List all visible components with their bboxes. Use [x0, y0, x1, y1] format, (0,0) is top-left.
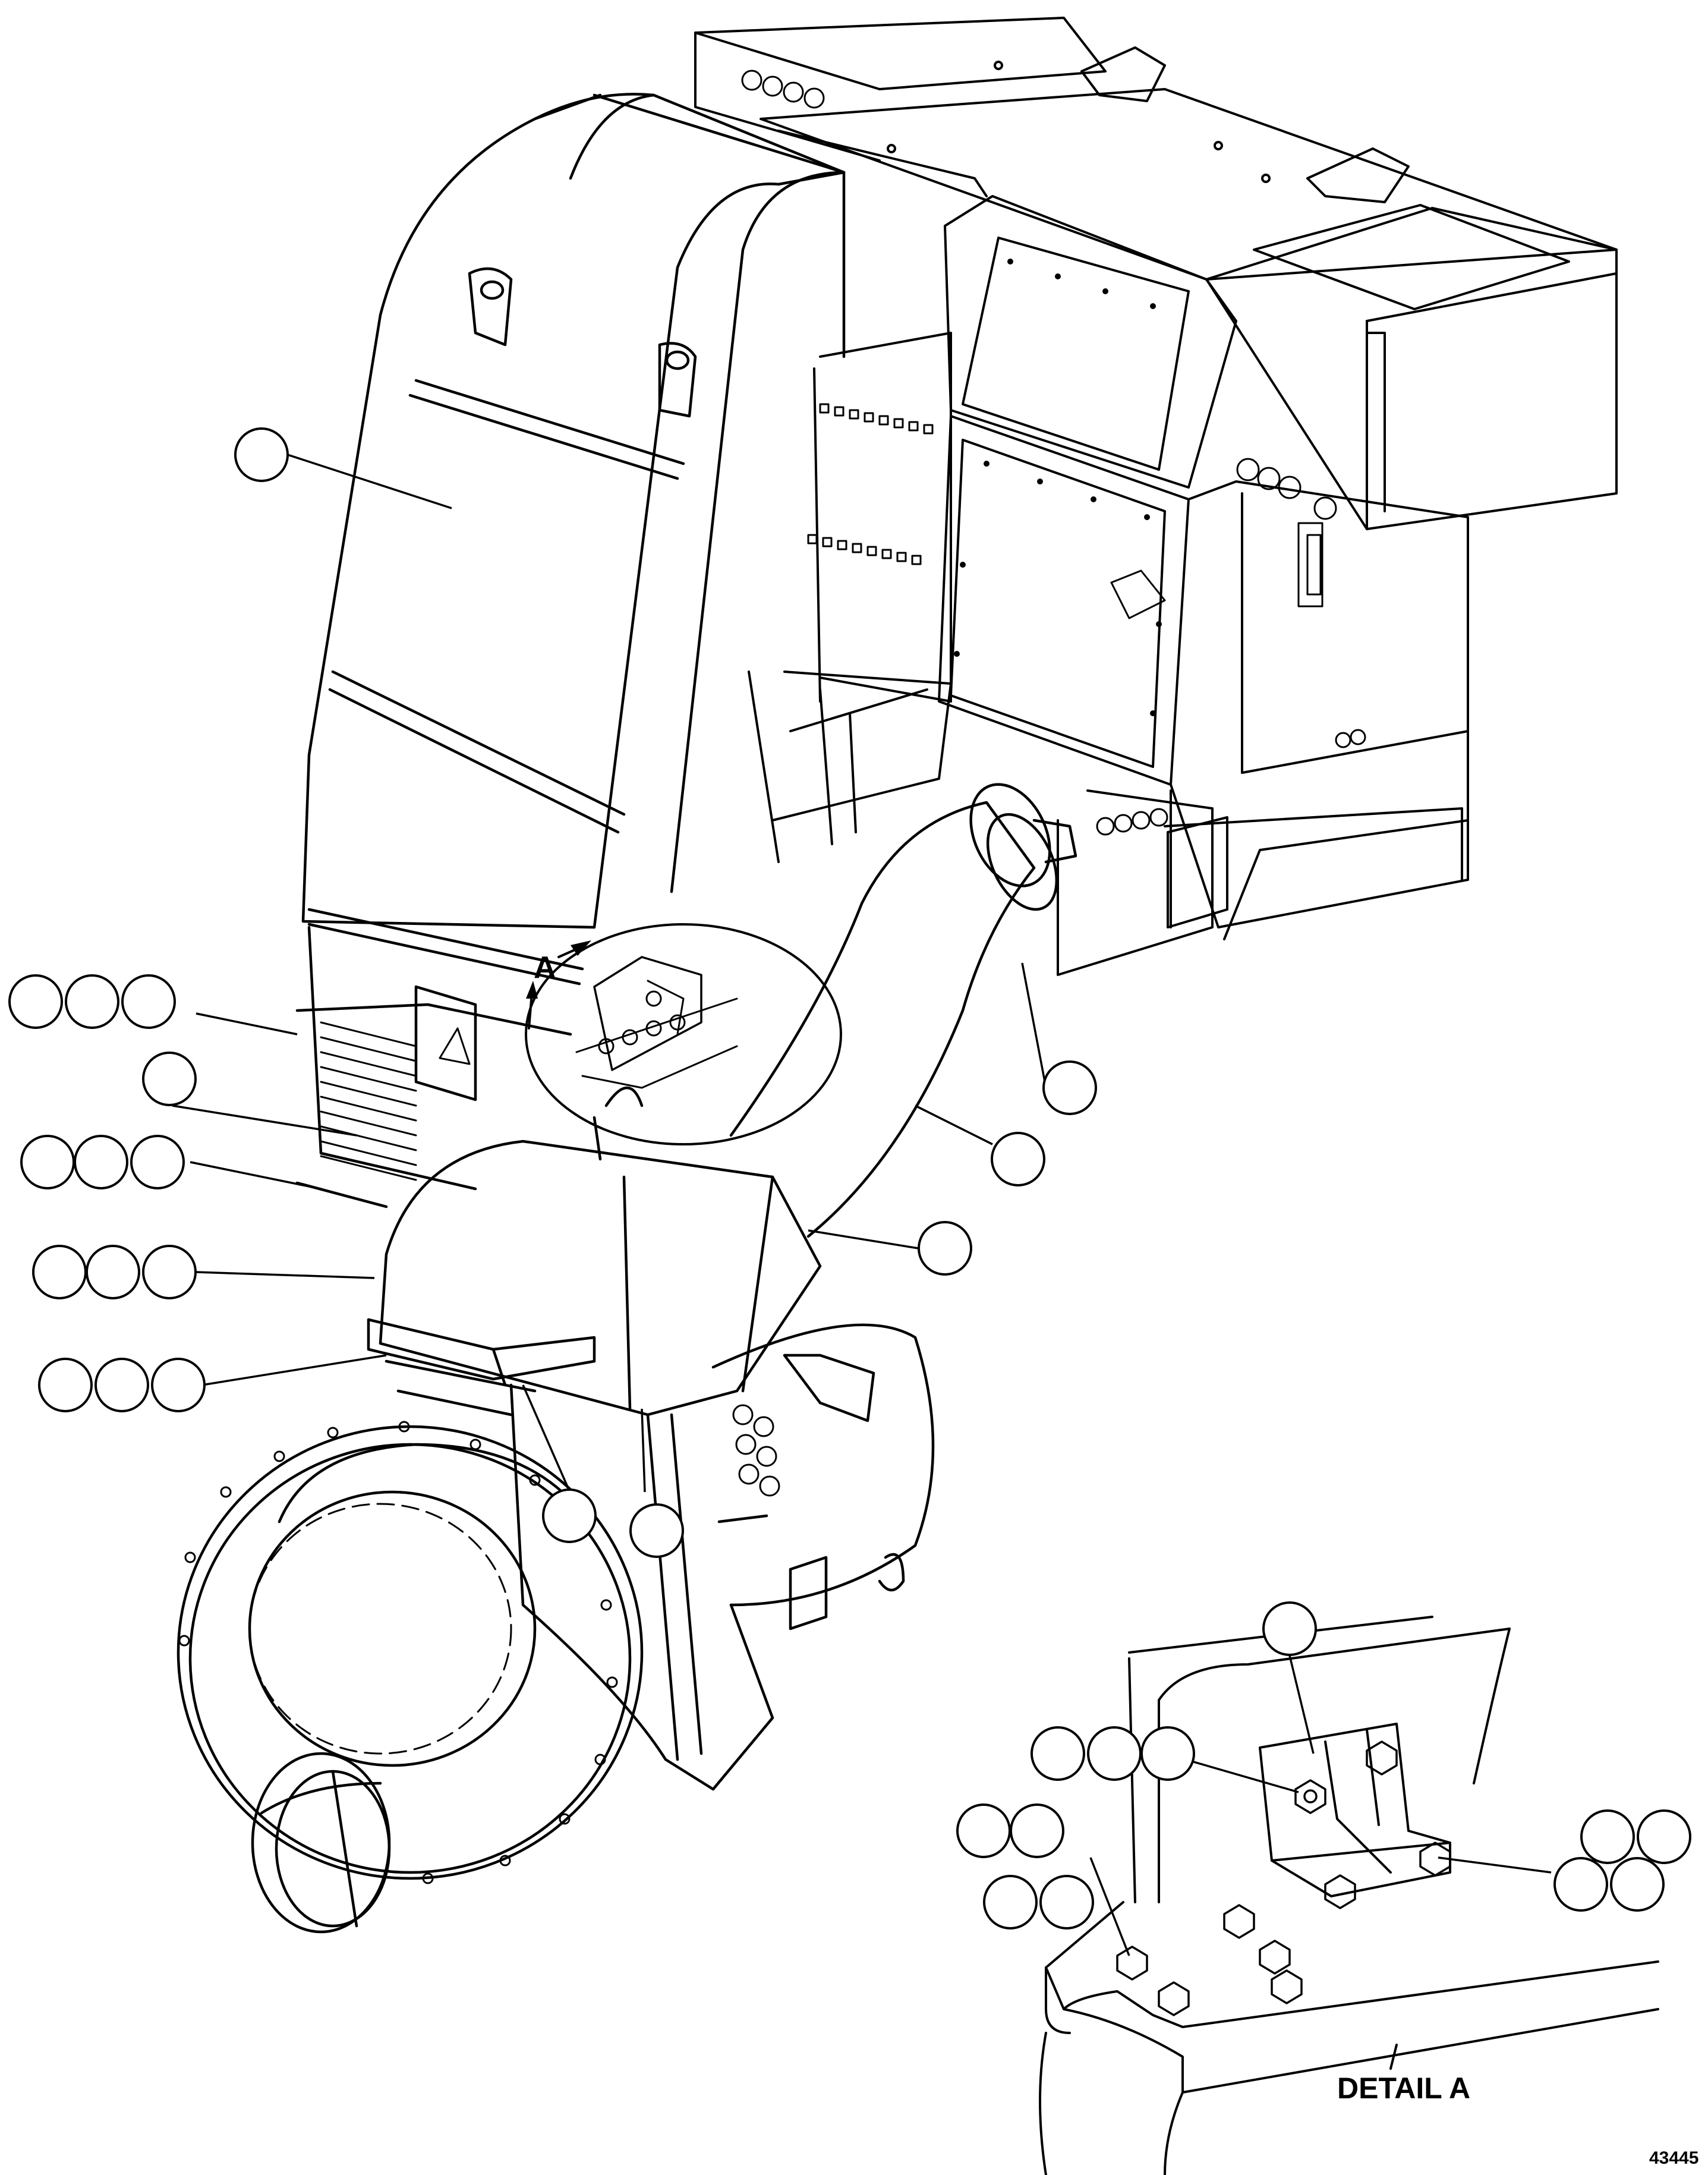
- callout-bubble: [1031, 1726, 1085, 1781]
- callout-bubbles: [8, 427, 1691, 1930]
- callout-bubble: [8, 974, 63, 1029]
- callout-bubble: [130, 1135, 185, 1189]
- detail-a-drawing: [1039, 1616, 1659, 2175]
- callout-bubble: [1039, 1875, 1094, 1930]
- callout-bubble: [918, 1221, 972, 1276]
- equipment-cabinet: [694, 17, 1618, 976]
- callout-bubble: [20, 1135, 75, 1189]
- callout-bubble: [629, 1503, 684, 1558]
- callout-bubble: [1140, 1726, 1195, 1781]
- callout-bubble: [32, 1245, 87, 1299]
- callout-bubble: [1087, 1726, 1142, 1781]
- callout-bubble: [151, 1358, 206, 1412]
- callout-bubble: [65, 974, 119, 1029]
- blower-motor-assembly: [177, 1086, 935, 1934]
- detail-caption: DETAIL A: [1337, 2072, 1470, 2105]
- callout-bubble: [956, 1803, 1011, 1858]
- detail-arrow-label: A: [534, 950, 556, 985]
- callout-bubble: [1010, 1803, 1064, 1858]
- flexible-duct: [729, 783, 1077, 1238]
- callout-bubble: [142, 1245, 197, 1299]
- callout-bubble: [1262, 1601, 1317, 1656]
- callout-bubble: [74, 1135, 128, 1189]
- callout-bubble: [1553, 1857, 1608, 1912]
- callout-bubble: [234, 427, 289, 482]
- callout-bubble: [86, 1245, 140, 1299]
- callout-bubble: [142, 1052, 197, 1106]
- callout-bubble: [1610, 1857, 1665, 1912]
- callout-bubble: [121, 974, 176, 1029]
- callout-bubble: [94, 1358, 149, 1412]
- callout-bubble: [991, 1132, 1045, 1186]
- air-intake-duct: [295, 93, 846, 1208]
- callout-bubble: [1637, 1809, 1691, 1864]
- callout-bubble: [983, 1875, 1038, 1930]
- callout-bubble: [1042, 1060, 1097, 1115]
- figure-number: 43445: [1649, 2148, 1698, 2168]
- callout-bubble: [1580, 1809, 1635, 1864]
- callout-bubble: [542, 1488, 597, 1543]
- detail-a-view-circle: [525, 923, 842, 1145]
- callout-bubble: [38, 1358, 93, 1412]
- detail-a-view-arrows: A: [526, 940, 591, 1030]
